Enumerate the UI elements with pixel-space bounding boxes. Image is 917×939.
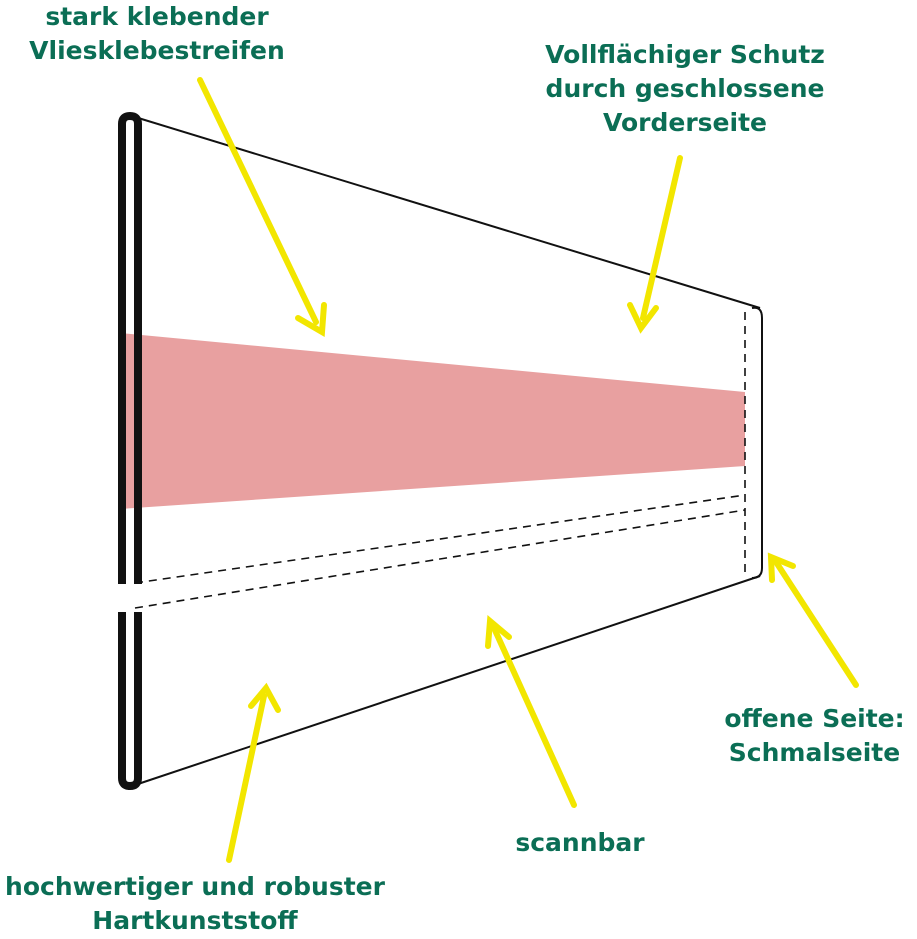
label-full-protection: Vollflächiger Schutz durch geschlossene … [530, 38, 840, 140]
label-material: hochwertiger und robuster Hartkunststoff [0, 870, 390, 938]
fold-line-upper [134, 494, 746, 584]
arrow-open-side-head [767, 552, 796, 583]
label-protection-line2: durch geschlossene [545, 74, 825, 103]
arrow-open-side [773, 559, 859, 688]
fold-line-lower [134, 509, 746, 609]
profile-upper [118, 111, 142, 584]
arrow-material [226, 693, 267, 863]
arrow-adhesive [197, 77, 319, 325]
arrow-protection-head [627, 302, 659, 334]
label-adhesive-strip: stark klebender Vliesklebestreifen [22, 0, 292, 68]
arrows [197, 77, 859, 863]
profile-lower [118, 612, 142, 791]
label-protection-line3: Vorderseite [603, 108, 767, 137]
arrow-material-head [248, 682, 281, 713]
label-open-side-line2: Schmalseite [728, 738, 901, 767]
label-protection-line1: Vollflächiger Schutz [545, 40, 825, 69]
label-scannable-text: scannbar [515, 828, 645, 857]
label-scannable: scannbar [505, 826, 655, 860]
arrow-scannable [491, 625, 577, 808]
arrow-protection [640, 155, 683, 321]
label-open-side: offene Seite: Schmalseite [722, 702, 907, 770]
holder-top-edge [134, 116, 761, 309]
arrow-adhesive-head [295, 302, 327, 338]
holder-bottom-edge [134, 575, 761, 786]
label-material-line1: hochwertiger und robuster [5, 872, 385, 901]
arrow-scannable-head [485, 614, 512, 649]
adhesive-strip [120, 333, 745, 509]
label-adhesive-line2: Vliesklebestreifen [29, 36, 285, 65]
label-material-line2: Hartkunststoff [92, 906, 298, 935]
label-open-side-line1: offene Seite: [724, 704, 905, 733]
open-narrow-side [751, 306, 763, 579]
label-adhesive-line1: stark klebender [45, 2, 269, 31]
